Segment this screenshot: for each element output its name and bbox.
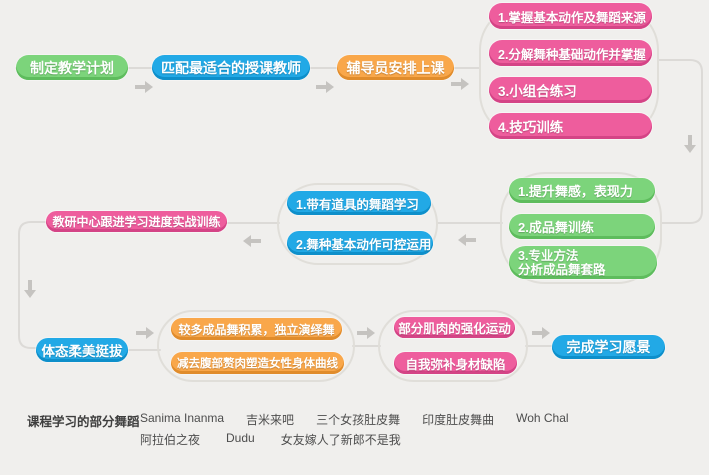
songs-title: 课程学习的部分舞蹈: [27, 415, 140, 429]
pill-counselor-schedule: 辅导员安排上课: [337, 55, 454, 80]
arrow-left-icon: [458, 234, 476, 246]
pill-make-teaching-plan: 制定教学计划: [16, 55, 128, 80]
pill-body-curve: 减去腹部赘肉塑造女性身体曲线: [171, 352, 344, 374]
pill-outcome-decompose: 2.分解舞种基础动作并掌握: [489, 40, 652, 66]
pill-body-compensation: 自我弥补身材缺陷: [394, 352, 517, 374]
arrow-left-icon: [243, 235, 261, 247]
song-item: 三个女孩肚皮舞: [316, 413, 401, 427]
pill-match-teacher: 匹配最适合的授课教师: [152, 55, 310, 80]
pill-muscle-strengthening: 部分肌肉的强化运动: [394, 317, 515, 338]
song-item: Woh Chal: [516, 411, 569, 425]
pill-outcome-basic-moves: 1.掌握基本动作及舞蹈来源: [489, 3, 652, 29]
song-item: Dudu: [226, 431, 255, 445]
song-item: 阿拉伯之夜: [140, 433, 201, 447]
pill-finished-dance-training: 2.成品舞训练: [509, 214, 655, 239]
pill-learning-goal: 完成学习愿景: [552, 335, 665, 359]
pill-posture: 体态柔美挺拔: [36, 338, 128, 362]
arrow-right-icon: [532, 327, 550, 339]
pill-prop-dance: 1.带有道具的舞蹈学习: [287, 191, 431, 215]
pill-outcome-skill-training: 4.技巧训练: [489, 113, 652, 139]
arrow-right-icon: [451, 78, 469, 90]
pill-research-tracking: 教研中心跟进学习进度实战训练: [46, 211, 227, 232]
song-item: 印度肚皮舞曲: [422, 413, 495, 427]
pill-controlled-moves: 2.舞种基本动作可控运用: [287, 231, 433, 255]
pill-dance-feel: 1.提升舞感，表现力: [509, 178, 655, 203]
group-results-bubble: [500, 172, 662, 284]
arrow-right-icon: [135, 81, 153, 93]
arrow-down-icon: [24, 280, 36, 298]
group-fitness-bubble: [378, 310, 528, 382]
song-item: Sanima Inanma: [140, 411, 225, 425]
arrow-right-icon: [316, 81, 334, 93]
song-item: 女友嫁人了新郎不是我: [280, 433, 401, 447]
pill-repertoire-accumulation: 较多成品舞积累，独立演绎舞: [171, 318, 342, 340]
arrow-right-icon: [136, 327, 154, 339]
connector-line: [18, 221, 47, 349]
group-accumulation-bubble: [157, 310, 355, 382]
arrow-right-icon: [357, 327, 375, 339]
arrow-down-icon: [684, 135, 696, 153]
connector-line: [658, 59, 703, 224]
pill-pro-method-analysis: 3.专业方法 分析成品舞套路: [509, 246, 657, 279]
pill-outcome-combo-practice: 3.小组合练习: [489, 77, 652, 103]
songs-row-2: 阿拉伯之夜 Dudu 女友嫁人了新郎不是我: [140, 431, 401, 448]
group-prop-practice-bubble: [277, 183, 438, 265]
songs-row-1: Sanima Inanma 吉米来吧 三个女孩肚皮舞 印度肚皮舞曲 Woh Ch…: [140, 411, 569, 428]
song-item: 吉米来吧: [246, 413, 295, 427]
